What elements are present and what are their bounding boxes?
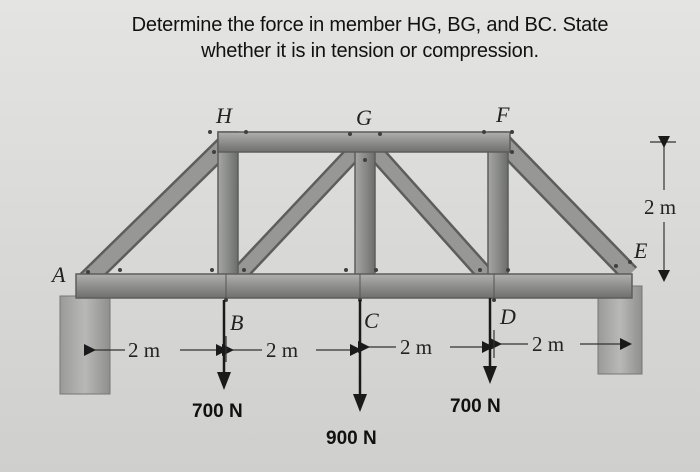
problem-statement-line-1: Determine the force in member HG, BG, an… — [131, 14, 609, 36]
joint-label-C: C — [364, 308, 379, 333]
joint-label-G: G — [356, 105, 372, 130]
joint-label-B: B — [230, 310, 243, 335]
bottom-chord-AE — [75, 273, 633, 299]
left-support — [59, 295, 111, 395]
joint-label-F: F — [495, 102, 510, 127]
horizontal-dimension-line — [84, 330, 632, 362]
dimension-label-BC: 2 m — [266, 338, 298, 362]
right-support — [597, 285, 643, 375]
load-arrows — [217, 298, 497, 412]
member-FD — [487, 131, 509, 277]
member-HB — [217, 131, 239, 279]
vertical-dimension-line — [650, 136, 676, 282]
load-label-B: 700 N — [192, 401, 243, 422]
top-chord-HF — [217, 131, 511, 153]
dimension-label-CD: 2 m — [400, 335, 432, 359]
dimension-label-AB: 2 m — [128, 338, 160, 362]
load-label-D: 700 N — [450, 396, 501, 417]
joint-label-E: E — [633, 238, 648, 263]
joint-label-H: H — [215, 103, 233, 128]
problem-statement-line-2: whether it is in tension or compression. — [201, 40, 539, 62]
dimension-label-height: 2 m — [644, 195, 676, 219]
load-label-C: 900 N — [326, 428, 377, 449]
joint-label-D: D — [499, 304, 516, 329]
member-GC — [354, 135, 376, 277]
dimension-label-DE: 2 m — [532, 332, 564, 356]
joint-label-A: A — [50, 262, 66, 287]
diagonal-members — [78, 132, 638, 290]
